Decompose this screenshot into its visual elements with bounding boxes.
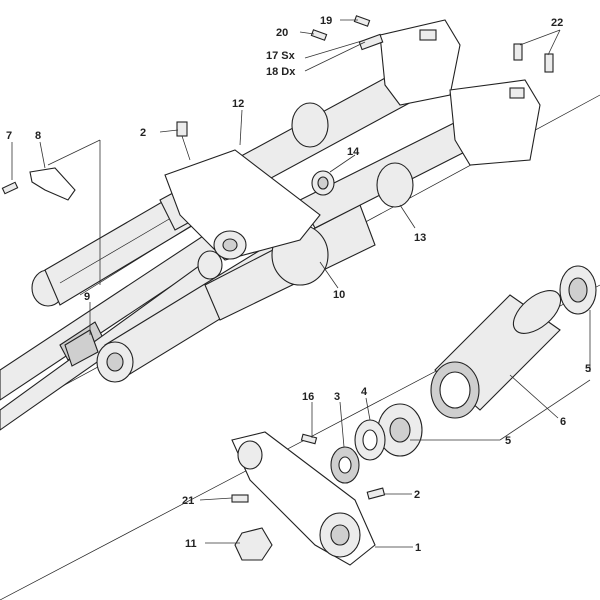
callout-3: 3 xyxy=(334,391,340,403)
nut-11 xyxy=(234,527,273,561)
callout-9: 9 xyxy=(84,291,90,303)
bolt-16 xyxy=(300,433,318,445)
nut-3 xyxy=(330,446,360,484)
callout-6: 6 xyxy=(560,416,566,428)
fork-inner-tube xyxy=(0,250,223,431)
leader-lines xyxy=(11,19,591,548)
callout-13: 13 xyxy=(414,232,426,244)
callout-2-upper: 2 xyxy=(140,127,146,139)
callout-4: 4 xyxy=(361,386,368,398)
callout-20: 20 xyxy=(276,27,288,39)
callout-14: 14 xyxy=(347,146,360,158)
callout-1: 1 xyxy=(415,542,421,554)
callout-22: 22 xyxy=(551,17,563,29)
callout-21: 21 xyxy=(182,495,194,507)
callout-11: 11 xyxy=(185,538,197,550)
callout-18: 18 Dx xyxy=(266,66,296,78)
steering-tube xyxy=(430,290,562,419)
callout-19: 19 xyxy=(320,15,332,27)
bearing-right xyxy=(559,265,597,315)
bolt-2-upper xyxy=(176,121,191,161)
ring-4 xyxy=(354,419,386,461)
callout-7: 7 xyxy=(6,130,12,142)
top-bolts xyxy=(310,15,554,73)
upper-brackets xyxy=(379,19,541,166)
callout-12: 12 xyxy=(232,98,244,110)
fork-leg-lower xyxy=(96,204,376,383)
callout-5-right: 5 xyxy=(585,363,591,375)
bracket-7-8 xyxy=(1,167,76,201)
callout-labels: 1 2 2 3 4 5 5 6 7 8 9 10 11 12 13 14 16 … xyxy=(6,15,591,554)
callout-8: 8 xyxy=(35,130,41,142)
callout-17: 17 Sx xyxy=(266,50,296,62)
triple-clamp xyxy=(164,149,321,261)
bolt-2-lower xyxy=(366,487,386,500)
bearing-lower xyxy=(377,403,423,457)
callout-2-lower: 2 xyxy=(414,489,420,501)
callout-16: 16 xyxy=(302,391,314,403)
lower-clamp-1 xyxy=(231,431,376,566)
plug-14 xyxy=(311,170,335,196)
callout-10: 10 xyxy=(333,289,345,301)
bolt-21 xyxy=(231,494,249,503)
callout-5-lower: 5 xyxy=(505,435,511,447)
